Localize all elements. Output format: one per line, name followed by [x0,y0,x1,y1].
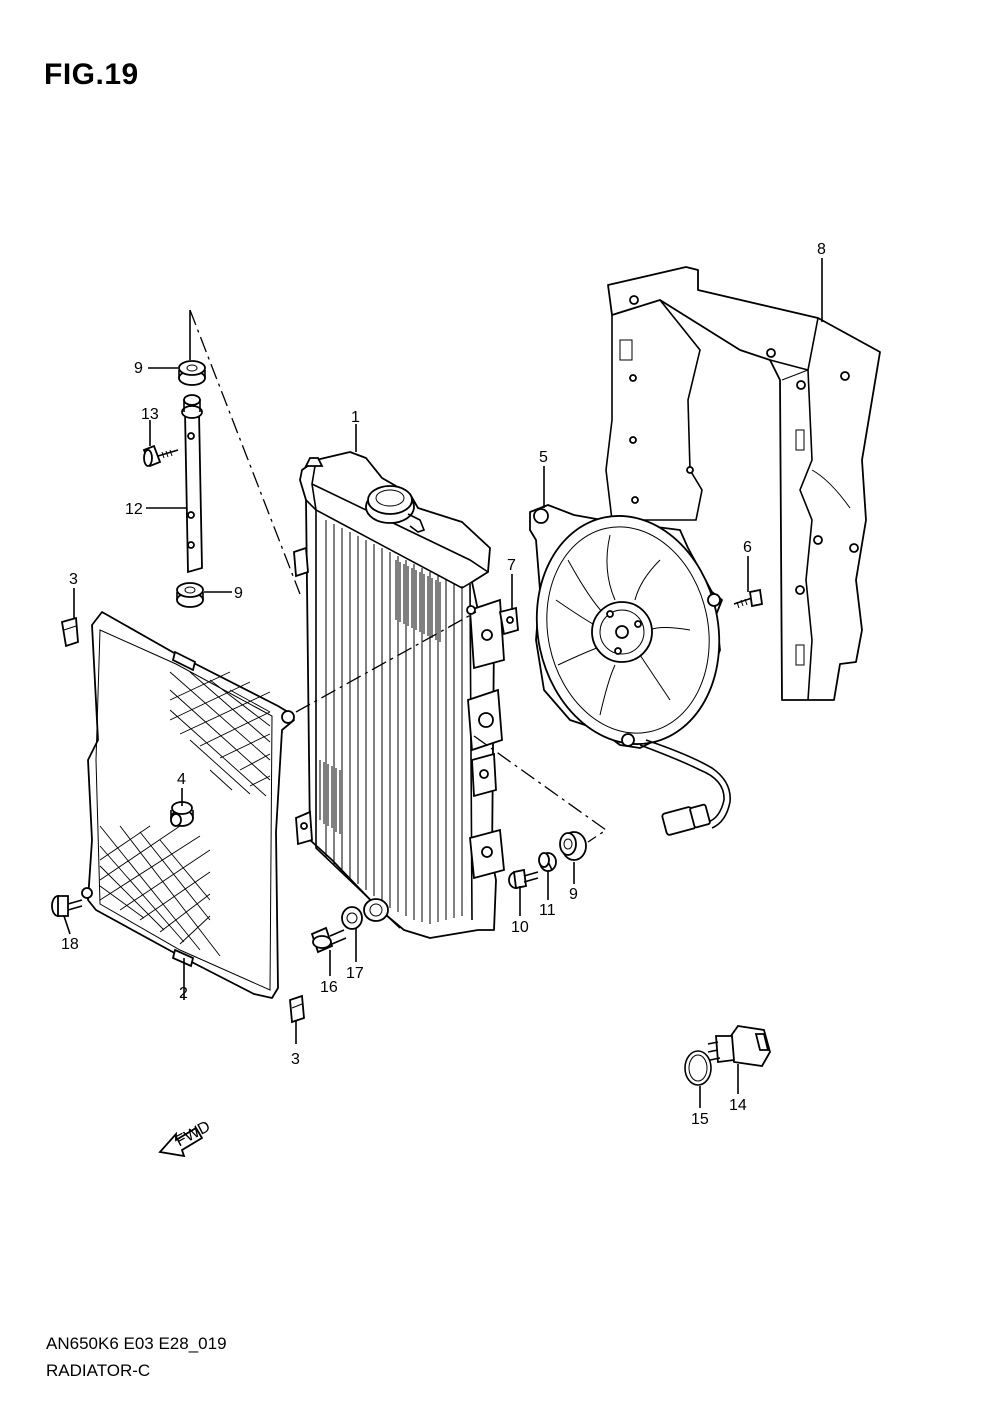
callout-3-lower: 3 [291,1051,300,1068]
callout-13: 13 [141,406,159,423]
callout-10: 10 [511,919,529,936]
stay-bolt [142,444,179,468]
callout-1: 1 [351,409,360,426]
callout-14: 14 [729,1097,747,1114]
guard-clip-upper [60,616,79,648]
fwd-arrow-icon: FWD [158,1118,213,1158]
guard-grommet [170,801,194,827]
diagram-code: AN650K6 E03 E28_019 [46,1334,227,1353]
thermo-switch [707,1025,771,1067]
callout-9-middle: 9 [234,585,243,602]
callout-15: 15 [691,1111,709,1128]
grommet-lower [176,582,204,608]
callout-3-upper: 3 [69,571,78,588]
grommet-upper [178,360,206,386]
drain-washer [341,906,363,930]
callout-6: 6 [743,539,752,556]
callout-2: 2 [179,985,188,1002]
callout-12: 12 [125,501,143,518]
fan-shroud-bracket [605,266,881,701]
fan-mounting-screw [733,588,764,609]
fan-mount-bolt [508,868,539,890]
figure-title: FIG.19 [44,58,139,91]
grommet-fan [559,831,587,861]
radiator [293,451,505,939]
guard-clip-lower [289,994,305,1024]
radiator-stay [181,394,203,574]
callout-11: 11 [539,902,556,919]
callout-7: 7 [507,557,516,574]
assembly-lines [189,309,608,843]
callout-9-right: 9 [569,886,578,903]
radiator-core-fins [319,520,463,924]
diagram-name: RADIATOR-C [46,1361,151,1380]
callout-8: 8 [817,241,826,258]
leader-lines [63,258,823,1108]
guard-mesh [99,671,271,957]
collar [538,852,557,872]
drain-bolt [310,926,347,954]
cooling-fan [529,504,731,836]
callout-18: 18 [61,936,79,953]
callout-9-top: 9 [134,360,143,377]
clip-nut [498,606,519,636]
callout-4: 4 [177,771,186,788]
callout-17: 17 [346,965,364,982]
callout-5: 5 [539,449,548,466]
guard-screw [51,895,83,917]
callout-labels: 1 2 3 3 4 5 6 7 8 9 9 9 10 11 12 13 14 1… [61,241,826,1128]
fwd-label: FWD [173,1118,213,1150]
callout-16: 16 [320,979,338,996]
o-ring [684,1050,712,1086]
